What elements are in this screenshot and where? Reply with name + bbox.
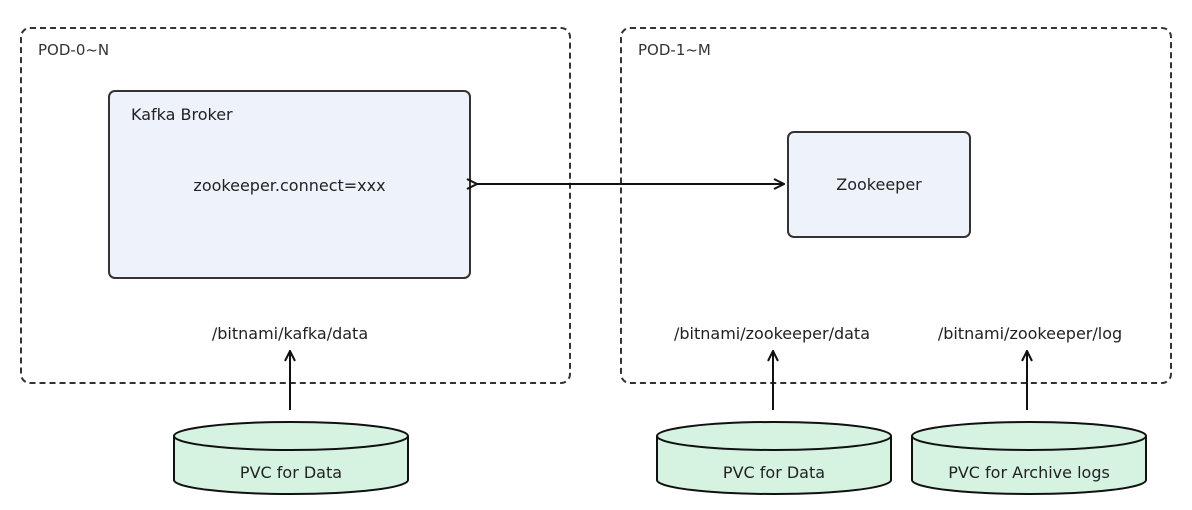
kafka-data-path: /bitnami/kafka/data — [211, 324, 369, 343]
kafka-pod-boundary — [20, 27, 571, 384]
zookeeper-data-path: /bitnami/zookeeper/data — [674, 324, 870, 343]
kafka-broker-box — [108, 90, 471, 279]
zookeeper-log-pvc-cylinder-icon — [911, 421, 1147, 495]
zookeeper-data-pvc-label: PVC for Data — [722, 463, 826, 482]
kafka-pvc-label: PVC for Data — [239, 463, 343, 482]
kafka-pvc-cylinder-icon — [173, 421, 409, 495]
zookeeper-log-path: /bitnami/zookeeper/log — [937, 324, 1123, 343]
zookeeper-pod-boundary — [620, 27, 1172, 384]
zookeeper-pod-label: POD-1~M — [638, 41, 711, 59]
zookeeper-log-pvc-label: PVC for Archive logs — [948, 463, 1110, 482]
zookeeper-title: Zookeeper — [836, 175, 922, 194]
zookeeper-box — [787, 131, 971, 238]
kafka-pod-label: POD-0~N — [38, 41, 110, 59]
kafka-broker-title: Kafka Broker — [131, 105, 233, 124]
zookeeper-data-pvc-cylinder-icon — [656, 421, 892, 495]
kafka-broker-config: zookeeper.connect=xxx — [193, 176, 386, 195]
